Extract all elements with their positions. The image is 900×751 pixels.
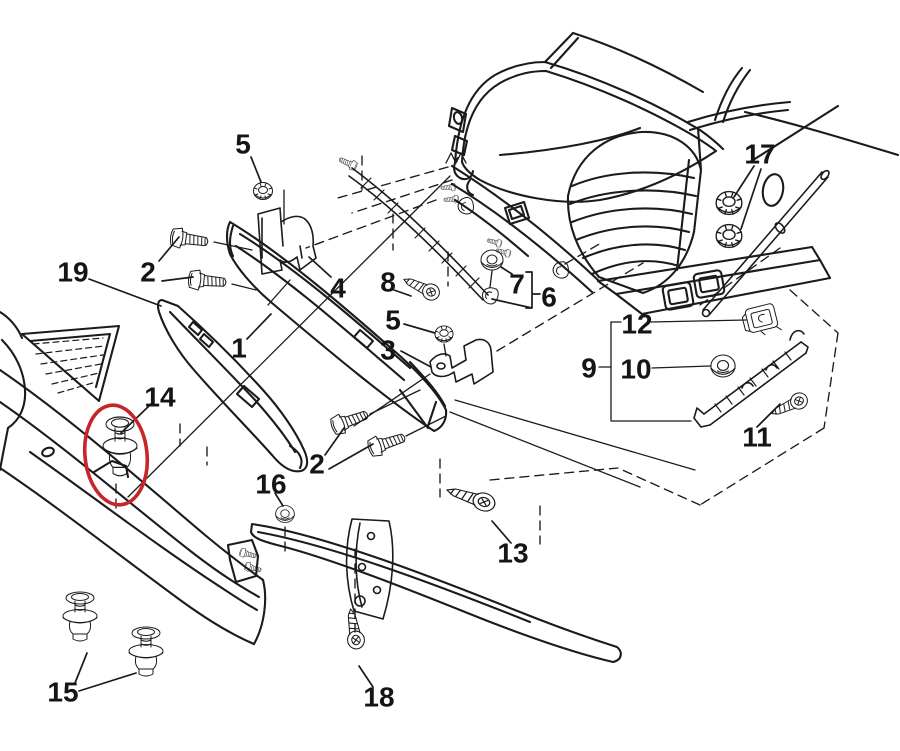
clip-part-12	[740, 301, 783, 340]
bracket-part-3	[429, 338, 494, 385]
part-label-11: 11	[742, 422, 772, 453]
part-label-16: 16	[255, 469, 286, 500]
screw-part-8	[399, 271, 443, 304]
rear-panel	[596, 245, 832, 316]
rail-end-bolt	[336, 154, 359, 172]
part-label-12: 12	[621, 309, 652, 340]
mounting-plate	[345, 518, 394, 620]
part-label-13: 13	[497, 538, 528, 569]
cover-dashed-guides	[115, 423, 286, 558]
part-label-2: 2	[309, 449, 325, 480]
bracket-4-axis	[213, 189, 291, 306]
part-label-5: 5	[385, 305, 401, 336]
part-label-9: 9	[581, 353, 597, 384]
grommet-part-16	[275, 505, 295, 523]
part-label-6: 6	[541, 282, 557, 313]
screw-part-11	[767, 389, 811, 422]
part-label-17: 17	[744, 139, 775, 170]
side-vent-hatching	[32, 337, 105, 394]
part-label-2: 2	[140, 257, 156, 288]
carrier-rail-hatching	[714, 351, 792, 413]
stud	[485, 236, 503, 249]
absorber-part-19	[156, 298, 309, 473]
nut-part-5	[253, 182, 273, 200]
grommet-part-10	[710, 354, 736, 378]
highlight-layer	[82, 403, 150, 507]
license-lamp	[692, 269, 726, 299]
car-body-outline	[445, 31, 900, 294]
bracket-part-4	[257, 207, 317, 275]
screw-part-13	[443, 480, 498, 515]
sill-rail-hatching	[360, 177, 480, 289]
part-label-3: 3	[380, 335, 396, 366]
push-pin-part-15	[128, 626, 164, 677]
tail-light	[566, 126, 703, 295]
fuel-door	[761, 173, 785, 207]
bolt-axis-lines	[369, 389, 447, 437]
lower-valance-strip	[249, 522, 622, 664]
bolt-part-2	[187, 268, 228, 293]
stud	[494, 246, 512, 259]
part-label-7: 7	[509, 269, 525, 300]
bracket-3-axis	[353, 343, 447, 427]
part-label-1: 1	[231, 333, 247, 364]
alignment-line	[127, 175, 493, 498]
sill-rail	[348, 167, 489, 301]
part-label-10: 10	[620, 354, 651, 385]
highlight-circle-part-14	[82, 403, 150, 507]
stud	[443, 194, 460, 205]
part-label-19: 19	[57, 257, 88, 288]
trunk-strut	[701, 169, 830, 318]
part-label-18: 18	[363, 682, 394, 713]
part-label-14: 14	[144, 382, 176, 413]
leader-lines	[74, 156, 781, 692]
strip-dashed-guides	[354, 458, 619, 633]
carrier-box-dashed	[617, 247, 839, 506]
part-17-nuts	[715, 190, 743, 249]
bolt-part-2	[168, 226, 210, 253]
nut-part-5	[434, 325, 454, 343]
part-label-4: 4	[330, 273, 346, 304]
part-label-15: 15	[47, 677, 78, 708]
carrier-group-box	[598, 319, 747, 422]
projection-lines	[449, 399, 696, 488]
bolt-part-2	[328, 404, 372, 438]
retainer-clip-part-6	[480, 285, 500, 306]
bumper-cover	[0, 310, 267, 646]
part-label-8: 8	[380, 267, 396, 298]
license-lamp	[661, 281, 695, 311]
part-label-5: 5	[235, 129, 251, 160]
push-pin-part-14	[102, 416, 138, 477]
carrier-rail	[693, 329, 809, 428]
bolt-part-2	[365, 427, 409, 459]
push-pin-part-15	[62, 591, 98, 642]
